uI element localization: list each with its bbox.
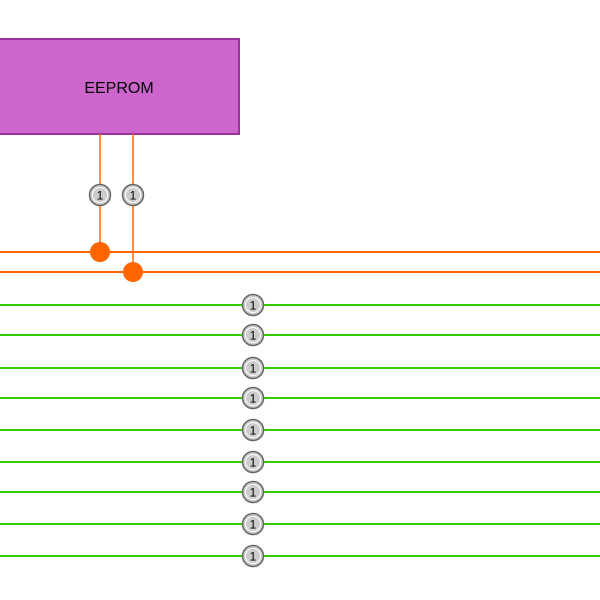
- green-bus-7-badge: 1: [241, 480, 265, 504]
- green-bus-5-badge: 1: [241, 418, 265, 442]
- green-bus-9-badge-label: 1: [250, 550, 257, 564]
- green-bus-5-badge-ring: [245, 422, 261, 438]
- green-bus-lines: [0, 304, 600, 557]
- green-bus-3-badge-ring: [245, 360, 261, 376]
- wire-count-badges: 1 1 1 1 1 1 1 1 1 1 1: [88, 183, 265, 568]
- green-bus-9-badge: 1: [241, 544, 265, 568]
- eeprom-wire-2-badge-ring: [125, 187, 141, 203]
- green-bus-2-badge: 1: [241, 323, 265, 347]
- eeprom-wire-2-junction-dot: [123, 262, 143, 282]
- green-bus-2-badge-label: 1: [250, 329, 257, 343]
- green-bus-4-badge-ring: [245, 390, 261, 406]
- green-bus-4-badge-label: 1: [250, 392, 257, 406]
- eeprom-wire-1-badge: 1: [88, 183, 112, 207]
- eeprom-connections: [0, 134, 600, 282]
- eeprom-block-label: EEPROM: [84, 80, 153, 97]
- eeprom-wire-2-badge-label: 1: [130, 189, 137, 203]
- green-bus-6-badge: 1: [241, 450, 265, 474]
- eeprom-wire-1-junction-dot: [90, 242, 110, 262]
- green-bus-8-badge-ring: [245, 516, 261, 532]
- green-bus-1-badge-label: 1: [250, 299, 257, 313]
- eeprom-wire-1-badge-label: 1: [97, 189, 104, 203]
- green-bus-2-badge-ring: [245, 327, 261, 343]
- eeprom-block-body[interactable]: [0, 38, 240, 135]
- green-bus-3-badge: 1: [241, 356, 265, 380]
- eeprom-wire-2-badge: 1: [121, 183, 145, 207]
- green-bus-8-badge-label: 1: [250, 518, 257, 532]
- green-bus-1-badge: 1: [241, 293, 265, 317]
- green-bus-3-badge-label: 1: [250, 362, 257, 376]
- green-bus-7-badge-ring: [245, 484, 261, 500]
- green-bus-6-badge-ring: [245, 454, 261, 470]
- green-bus-5-badge-label: 1: [250, 424, 257, 438]
- eeprom-block[interactable]: EEPROM: [0, 38, 240, 135]
- green-bus-4-badge: 1: [241, 386, 265, 410]
- green-bus-8-badge: 1: [241, 512, 265, 536]
- eeprom-wire-1-badge-ring: [92, 187, 108, 203]
- green-bus-9-badge-ring: [245, 548, 261, 564]
- green-bus-6-badge-label: 1: [250, 456, 257, 470]
- green-bus-7-badge-label: 1: [250, 486, 257, 500]
- green-bus-1-badge-ring: [245, 297, 261, 313]
